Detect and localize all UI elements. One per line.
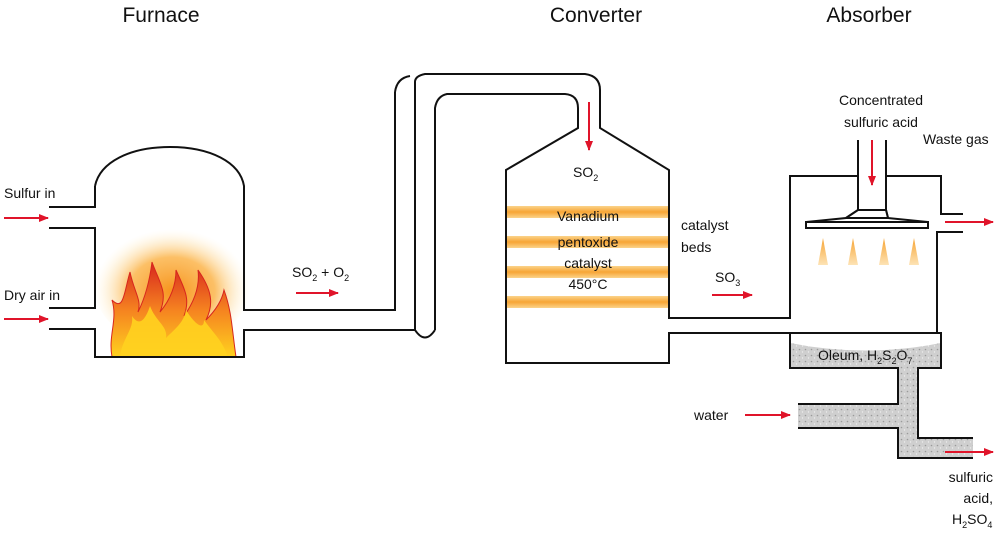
waste-gas-label: Waste gas xyxy=(923,131,989,147)
acid-sprayer xyxy=(805,176,929,229)
furnace-title: Furnace xyxy=(122,4,199,27)
so2-converter-label: SO2 xyxy=(573,164,598,183)
conc-acid-label-line-2: sulfuric acid xyxy=(844,114,918,130)
sulfuric-acid-label-line-1: sulfuric xyxy=(949,469,993,485)
duct-outer-corner xyxy=(394,75,411,93)
catalyst-label-line-3: catalyst xyxy=(564,255,612,271)
so2-o2-label: SO2 + O2 xyxy=(292,264,349,283)
furnace xyxy=(49,82,416,358)
catalyst-bed-3 xyxy=(506,266,669,278)
spray-nozzle-3 xyxy=(879,238,889,265)
dry-air-in-label: Dry air in xyxy=(4,287,60,303)
spray-nozzle-2 xyxy=(848,238,858,265)
converter-title: Converter xyxy=(550,4,642,27)
converter-left-wall xyxy=(505,120,963,364)
flow-arrows xyxy=(4,102,994,456)
absorber-top-wall xyxy=(885,140,963,215)
gas-duct xyxy=(394,73,601,339)
duct-outer-wall xyxy=(414,73,601,108)
absorber xyxy=(669,140,973,459)
catalyst-bed-4 xyxy=(506,296,669,308)
catalyst-label-line-4: 450°C xyxy=(568,276,607,292)
absorber-title: Absorber xyxy=(826,4,911,27)
converter xyxy=(505,108,963,364)
spray-nozzle-4 xyxy=(909,238,919,265)
spray-nozzle-1 xyxy=(818,238,828,265)
catalyst-beds-label-line-1: catalyst xyxy=(681,217,729,233)
sulfuric-acid-label-line-2: acid, xyxy=(963,490,993,506)
flame-icon xyxy=(110,261,237,358)
h2so4-label: H2SO4 xyxy=(952,511,992,530)
so3-label: SO3 xyxy=(715,269,740,288)
catalyst-bed-1 xyxy=(506,206,669,218)
water-label: water xyxy=(693,407,729,423)
absorber-drain-right-wall xyxy=(917,332,973,439)
furnace-upper-wall xyxy=(94,92,396,311)
catalyst-beds-label-line-2: beds xyxy=(681,239,711,255)
catalyst-label-line-2: pentoxide xyxy=(558,234,619,250)
oleum-label: Oleum, H2S2O7 xyxy=(818,347,912,366)
spray-bar xyxy=(805,221,929,229)
catalyst-bed-2 xyxy=(506,236,669,248)
oleum-liquid xyxy=(790,343,973,458)
converter-right-wall xyxy=(599,108,859,319)
duct-inner-wall xyxy=(434,93,579,330)
conc-acid-label-line-1: Concentrated xyxy=(839,92,923,108)
sulfur-in-label: Sulfur in xyxy=(4,185,55,201)
absorber-drain-left-wall xyxy=(669,332,973,459)
catalyst-label-line-1: Vanadium xyxy=(557,208,619,224)
